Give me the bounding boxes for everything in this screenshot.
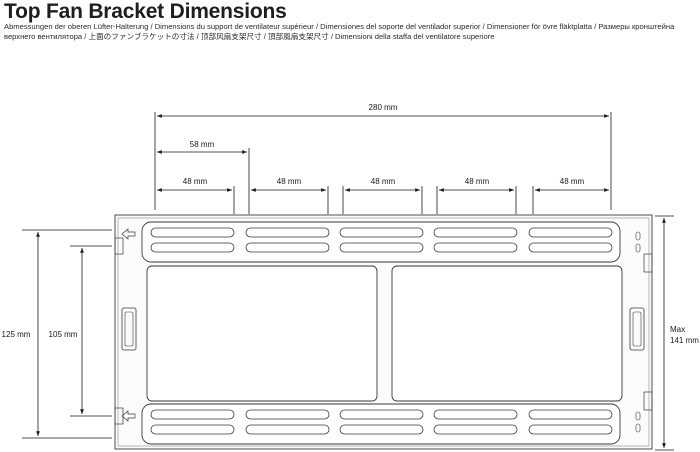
dimension-label-max-height-2: 141 mm xyxy=(670,336,699,345)
fan-slot xyxy=(150,242,235,253)
page-subtitle: Abmessungen der oberen Lüfter-Halterung … xyxy=(4,22,675,42)
fan-slot xyxy=(339,424,424,435)
fan-slot xyxy=(528,242,613,253)
fan-slot xyxy=(245,242,330,253)
dimension-label-overall-width: 280 mm xyxy=(369,103,398,112)
fan-slot xyxy=(150,409,235,420)
fan-slot xyxy=(433,227,518,238)
dimension-label-slot-4: 48 mm xyxy=(465,177,490,186)
fan-slot xyxy=(339,409,424,420)
dimension-overall-width: 280 mm xyxy=(154,103,612,210)
dimension-offset: 58 mm xyxy=(157,140,250,214)
fan-slot xyxy=(433,242,518,253)
dimension-label-slot-2: 48 mm xyxy=(277,177,302,186)
fan-slot xyxy=(528,227,613,238)
dimension-label-slot-3: 48 mm xyxy=(371,177,396,186)
dimension-outer-height: 125 mm xyxy=(2,229,112,439)
fan-slot xyxy=(339,242,424,253)
dimension-label-inner-height: 105 mm xyxy=(49,330,78,339)
fan-slots xyxy=(150,227,613,435)
fan-slot xyxy=(150,227,235,238)
page-title: Top Fan Bracket Dimensions xyxy=(4,0,287,23)
fan-slot xyxy=(433,409,518,420)
dimension-inner-height: 105 mm xyxy=(49,245,112,417)
dimension-label-slot-5: 48 mm xyxy=(560,177,585,186)
dimension-label-outer-height: 125 mm xyxy=(2,330,31,339)
fan-slot xyxy=(433,424,518,435)
fan-slot xyxy=(245,227,330,238)
fan-slot xyxy=(528,424,613,435)
dimension-max-height: Max 141 mm xyxy=(655,215,699,451)
fan-slot xyxy=(245,409,330,420)
dimension-label-slot-1: 48 mm xyxy=(183,177,208,186)
dimension-label-max-height-1: Max xyxy=(670,325,685,334)
fan-slot xyxy=(528,409,613,420)
fan-slot xyxy=(339,227,424,238)
fan-slot xyxy=(150,424,235,435)
dimension-label-offset: 58 mm xyxy=(190,140,215,149)
dimension-slot-widths: 48 mm 48 mm 48 mm 48 mm 48 mm xyxy=(157,177,609,214)
fan-slot xyxy=(245,424,330,435)
